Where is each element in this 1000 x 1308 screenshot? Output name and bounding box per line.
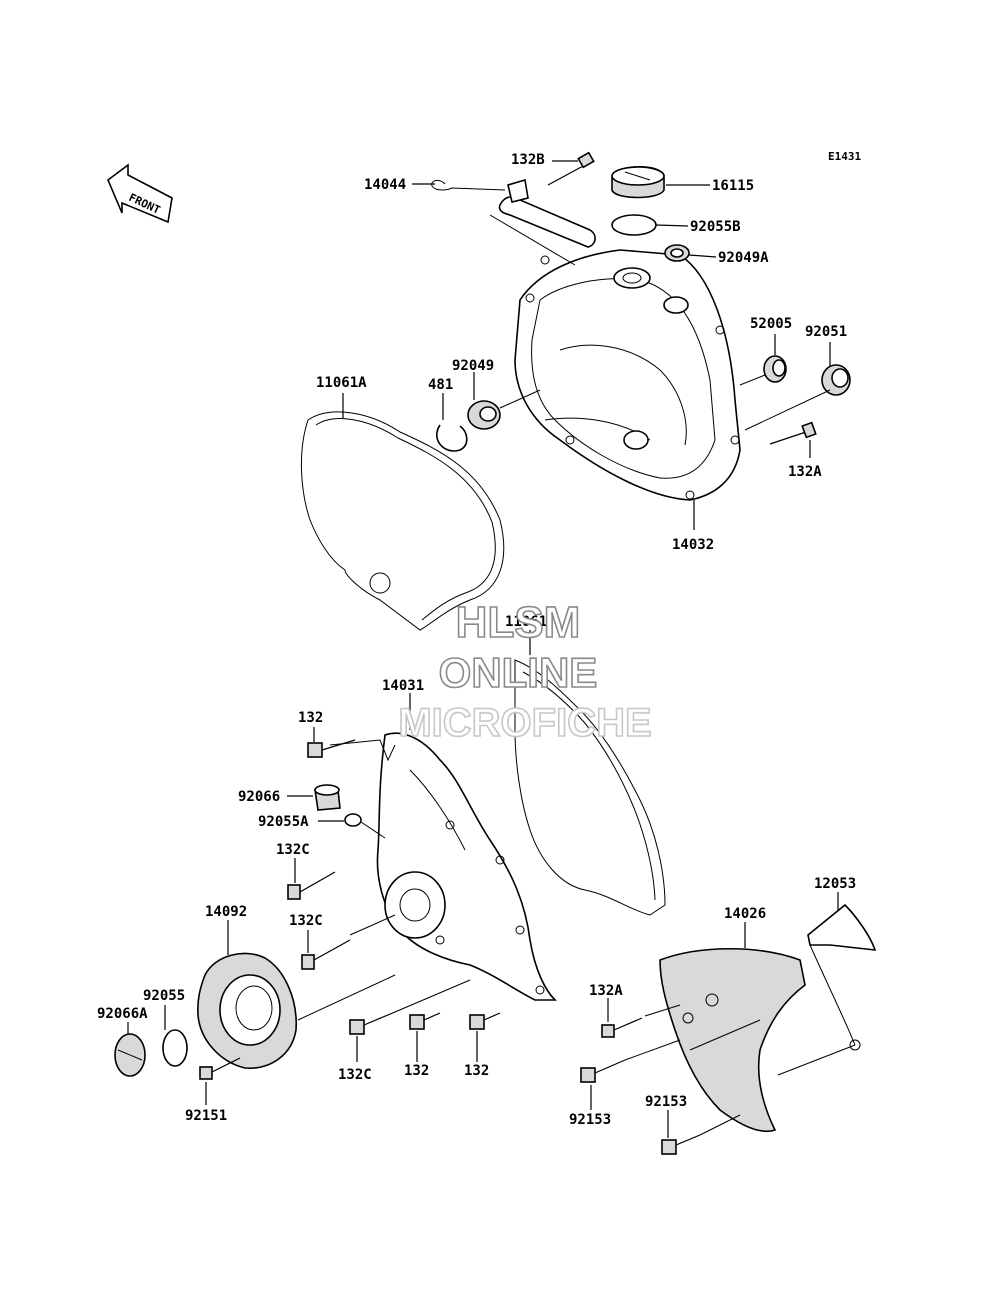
bolt-92153-a[interactable] <box>580 1059 626 1083</box>
bolt-132C-c[interactable] <box>349 1011 396 1035</box>
label-92055: 92055 <box>143 988 185 1004</box>
label-92151: 92151 <box>185 1108 227 1124</box>
label-481: 481 <box>428 377 453 393</box>
label-16115: 16115 <box>712 178 754 194</box>
label-132C-a: 132C <box>276 842 310 858</box>
label-132-b: 132 <box>404 1063 429 1079</box>
label-12053: 12053 <box>814 876 856 892</box>
label-132A-top: 132A <box>788 464 822 480</box>
o-ring-92055[interactable] <box>162 1029 188 1067</box>
watermark-line1: HLSM <box>456 598 581 647</box>
bolt-132C-a[interactable] <box>287 871 336 900</box>
label-11061: 11061 <box>505 614 547 630</box>
sprocket-cover-14026[interactable] <box>659 948 806 1132</box>
plug-92066[interactable] <box>314 784 341 811</box>
watermark-line2: ONLINE <box>439 649 598 696</box>
label-132C-c: 132C <box>338 1067 372 1083</box>
bolt-92151[interactable] <box>199 1057 241 1080</box>
watermark-line3: MICROFICHE <box>398 701 651 745</box>
watermark: HLSM ONLINE MICROFICHE <box>398 597 653 746</box>
label-92066: 92066 <box>238 789 280 805</box>
label-11061A: 11061A <box>316 375 367 391</box>
label-92049: 92049 <box>452 358 494 374</box>
label-132-c: 132 <box>464 1063 489 1079</box>
label-132B: 132B <box>511 152 545 168</box>
label-92153-a: 92153 <box>569 1112 611 1128</box>
clutch-cover-14032[interactable] <box>514 249 741 501</box>
label-14044: 14044 <box>364 177 406 193</box>
bolt-132C-b[interactable] <box>301 939 351 970</box>
front-arrow-icon: FRONT <box>107 163 173 224</box>
circlip-481[interactable] <box>436 424 468 452</box>
label-92051: 92051 <box>805 324 847 340</box>
diagram-code: E1431 <box>828 150 861 163</box>
oil-seal-92049A[interactable] <box>664 244 690 262</box>
pulser-cover-14092[interactable] <box>197 952 297 1069</box>
label-92066A: 92066A <box>97 1006 148 1022</box>
bolt-132A-top[interactable] <box>769 421 817 445</box>
bolt-132-a[interactable] <box>307 739 356 758</box>
label-92055A: 92055A <box>258 814 309 830</box>
bracket-14044[interactable] <box>431 178 596 248</box>
o-ring-92055A[interactable] <box>344 813 362 827</box>
label-52005: 52005 <box>750 316 792 332</box>
label-14092: 14092 <box>205 904 247 920</box>
bushing-52005[interactable] <box>763 355 787 383</box>
bolt-92153-b[interactable] <box>661 1134 701 1155</box>
bolt-132-b[interactable] <box>409 1012 441 1030</box>
gasket-11061A[interactable] <box>300 411 505 631</box>
gasket-11061[interactable] <box>514 659 666 916</box>
label-132-a: 132 <box>298 710 323 726</box>
generator-cover-14031[interactable] <box>376 732 557 1001</box>
label-132C-b: 132C <box>289 913 323 929</box>
bolt-132-c[interactable] <box>469 1012 501 1030</box>
bolt-132A-bottom[interactable] <box>601 1017 643 1038</box>
label-92055B: 92055B <box>690 219 741 235</box>
oil-seal-92049[interactable] <box>467 400 501 430</box>
seal-92051[interactable] <box>821 364 851 396</box>
bolt-132B[interactable] <box>547 151 595 186</box>
label-14031: 14031 <box>382 678 424 694</box>
plug-92066A[interactable] <box>114 1033 146 1077</box>
oil-cap-16115[interactable] <box>611 165 665 199</box>
label-92049A: 92049A <box>718 250 769 266</box>
label-92153-b: 92153 <box>645 1094 687 1110</box>
label-14026: 14026 <box>724 906 766 922</box>
label-14032: 14032 <box>672 537 714 553</box>
label-132A-bottom: 132A <box>589 983 623 999</box>
bracket-12053[interactable] <box>777 903 877 1076</box>
o-ring-92055B[interactable] <box>611 214 657 236</box>
